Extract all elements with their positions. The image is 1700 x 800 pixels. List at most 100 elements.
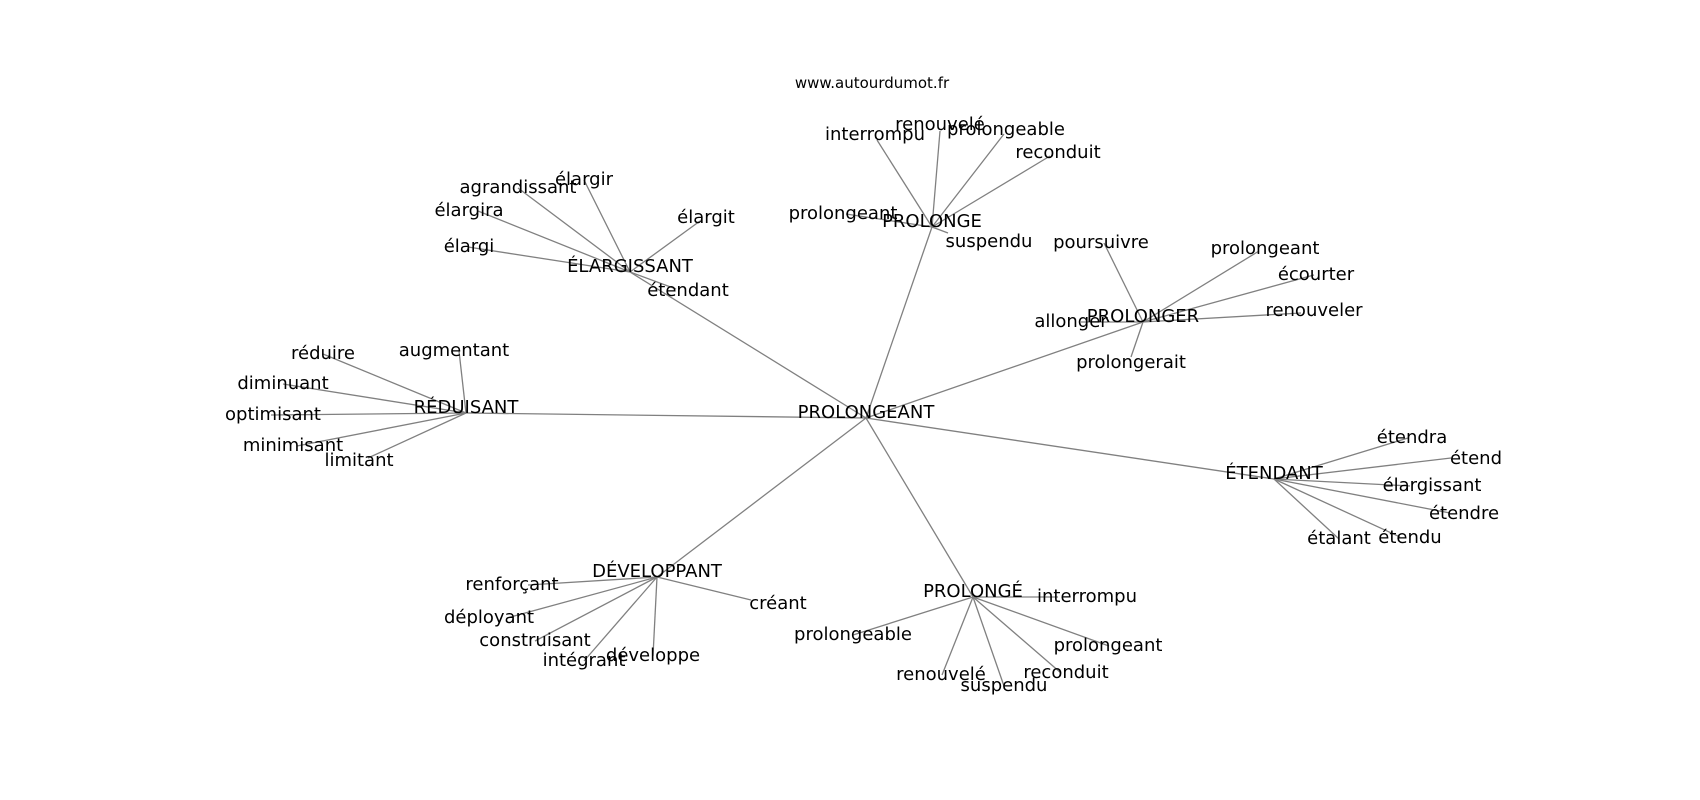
leaf-node[interactable]: étendant bbox=[647, 280, 729, 301]
leaf-node[interactable]: diminuant bbox=[237, 373, 328, 394]
hub-node[interactable]: ÉLARGISSANT bbox=[567, 255, 694, 277]
leaf-node[interactable]: prolongeable bbox=[794, 624, 912, 645]
edge-center-to-hub bbox=[865, 417, 974, 598]
leaf-node[interactable]: renouveler bbox=[1265, 300, 1363, 321]
leaf-node[interactable]: créant bbox=[749, 593, 806, 614]
edge-hub-to-leaf bbox=[367, 412, 467, 459]
edge-hub-to-leaf bbox=[296, 412, 467, 447]
edge-layer bbox=[270, 130, 1452, 687]
leaf-node[interactable]: écourter bbox=[1278, 264, 1355, 285]
leaf-node[interactable]: élargir bbox=[555, 169, 614, 190]
edge-hub-to-leaf bbox=[506, 576, 658, 619]
edge-hub-to-leaf bbox=[629, 271, 677, 290]
leaf-node[interactable]: déployant bbox=[444, 607, 534, 628]
hub-node[interactable]: RÉDUISANT bbox=[414, 396, 520, 418]
center-node[interactable]: PROLONGEANT bbox=[798, 402, 936, 423]
edge-hub-to-leaf bbox=[931, 130, 941, 228]
source-label[interactable]: www.autourdumot.fr bbox=[795, 74, 950, 92]
edge-hub-to-leaf bbox=[931, 226, 949, 234]
edge-hub-to-leaf bbox=[972, 596, 1005, 687]
leaf-node[interactable]: élargi bbox=[444, 236, 495, 257]
edge-hub-to-leaf bbox=[458, 350, 467, 414]
leaf-node[interactable]: poursuivre bbox=[1053, 232, 1149, 253]
leaf-node[interactable]: augmentant bbox=[399, 340, 509, 361]
edge-hub-to-leaf bbox=[477, 210, 631, 273]
edge-center-to-hub bbox=[865, 321, 1144, 419]
leaf-node[interactable]: agrandissant bbox=[460, 177, 577, 198]
edge-hub-to-leaf bbox=[972, 596, 1110, 647]
edge-hub-to-leaf bbox=[656, 576, 752, 601]
edge-hub-to-leaf bbox=[1273, 437, 1409, 480]
leaf-node[interactable]: interrompu bbox=[825, 124, 925, 145]
edge-hub-to-leaf bbox=[931, 133, 1005, 228]
edge-hub-to-leaf bbox=[652, 576, 658, 657]
leaf-node[interactable]: étend bbox=[1450, 448, 1502, 469]
edge-hub-to-leaf bbox=[931, 155, 1051, 228]
leaf-node[interactable]: élargira bbox=[434, 200, 503, 221]
leaf-node[interactable]: renforçant bbox=[465, 574, 558, 595]
leaf-node[interactable]: allonger bbox=[1034, 311, 1108, 332]
edge-center-to-hub bbox=[629, 271, 867, 419]
edge-hub-to-leaf bbox=[845, 213, 933, 228]
edge-hub-to-leaf bbox=[941, 596, 974, 676]
edge-center-to-hub bbox=[865, 226, 933, 419]
edge-hub-to-leaf bbox=[1273, 478, 1401, 538]
leaf-node[interactable]: prolongeant bbox=[1211, 238, 1320, 259]
edge-hub-to-leaf bbox=[534, 576, 658, 642]
edge-hub-to-leaf bbox=[1273, 457, 1452, 480]
leaf-node[interactable]: développe bbox=[606, 645, 700, 666]
hub-node[interactable]: PROLONGE bbox=[882, 211, 982, 232]
leaf-node[interactable]: reconduit bbox=[1015, 142, 1100, 163]
leaf-node[interactable]: étendra bbox=[1377, 427, 1447, 448]
leaf-node[interactable]: renouvelé bbox=[895, 114, 985, 135]
leaf-node[interactable]: étendu bbox=[1378, 527, 1441, 548]
leaf-node[interactable]: interrompu bbox=[1037, 586, 1137, 607]
edge-hub-to-leaf bbox=[972, 596, 1062, 674]
edge-hub-to-leaf bbox=[270, 412, 467, 416]
leaf-node[interactable]: élargit bbox=[677, 207, 735, 228]
edge-center-to-hub bbox=[465, 412, 867, 419]
edge-hub-to-leaf bbox=[1273, 478, 1411, 487]
leaf-node[interactable]: optimisant bbox=[225, 404, 321, 425]
edge-hub-to-leaf bbox=[1273, 478, 1340, 540]
leaf-node[interactable]: limitant bbox=[324, 450, 393, 471]
leaf-node[interactable]: prolongerait bbox=[1076, 352, 1186, 373]
hub-node[interactable]: PROLONGER bbox=[1087, 306, 1199, 327]
leaf-node[interactable]: étalant bbox=[1307, 528, 1371, 549]
leaf-node[interactable]: étendre bbox=[1429, 503, 1499, 524]
leaf-node[interactable]: élargissant bbox=[1383, 475, 1482, 496]
hub-node[interactable]: ÉTENDANT bbox=[1225, 462, 1324, 484]
edge-hub-to-leaf bbox=[583, 179, 631, 273]
edge-hub-to-leaf bbox=[583, 576, 658, 662]
hub-node[interactable]: DÉVELOPPANT bbox=[592, 560, 723, 582]
edge-hub-to-leaf bbox=[527, 576, 658, 586]
leaf-node[interactable]: prolongeant bbox=[789, 203, 898, 224]
leaf-node[interactable]: reconduit bbox=[1023, 662, 1108, 683]
leaf-node[interactable]: prolongeable bbox=[947, 119, 1065, 140]
edge-hub-to-leaf bbox=[1273, 478, 1451, 514]
edge-hub-to-leaf bbox=[517, 187, 631, 273]
edge-hub-to-leaf bbox=[876, 139, 933, 228]
leaf-node[interactable]: suspendu bbox=[961, 675, 1048, 696]
leaf-node[interactable]: renouvelé bbox=[896, 664, 986, 685]
label-layer: www.autourdumot.fr PROLONGEANT interromp… bbox=[225, 74, 1502, 696]
edge-hub-to-leaf bbox=[1130, 321, 1144, 358]
leaf-node[interactable]: intégrant bbox=[543, 650, 626, 671]
leaf-node[interactable]: prolongeant bbox=[1054, 635, 1163, 656]
edge-hub-to-leaf bbox=[467, 246, 631, 273]
leaf-node[interactable]: construisant bbox=[479, 630, 590, 651]
edge-hub-to-leaf bbox=[322, 353, 467, 414]
edge-hub-to-leaf bbox=[852, 596, 974, 636]
edge-center-to-hub bbox=[656, 417, 867, 578]
edge-hub-to-leaf bbox=[282, 383, 467, 414]
edge-hub-to-leaf bbox=[629, 220, 701, 273]
leaf-node[interactable]: minimisant bbox=[243, 435, 343, 456]
hub-node[interactable]: PROLONGÉ bbox=[923, 580, 1023, 602]
leaf-node[interactable]: réduire bbox=[291, 343, 355, 364]
edge-hub-to-leaf bbox=[1142, 250, 1260, 323]
edge-center-to-hub bbox=[865, 417, 1275, 480]
leaf-node[interactable]: suspendu bbox=[946, 231, 1033, 252]
edge-hub-to-leaf bbox=[1103, 242, 1144, 323]
